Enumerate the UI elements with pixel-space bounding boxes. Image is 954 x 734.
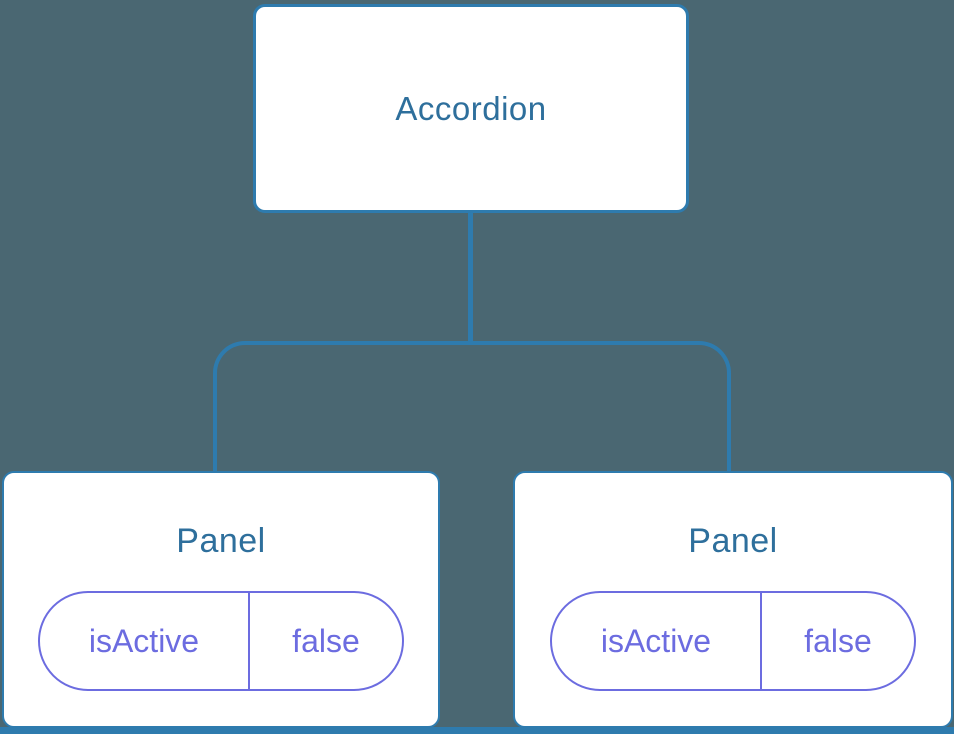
panel-node-label: Panel — [688, 522, 778, 560]
state-key: isActive — [552, 593, 762, 689]
state-key: isActive — [40, 593, 250, 689]
state-value: false — [804, 622, 872, 659]
accordion-node-label: Accordion — [395, 89, 547, 127]
panel-node-label: Panel — [176, 522, 266, 560]
state-value: false — [292, 622, 360, 659]
connector-stem — [468, 211, 473, 344]
connector-bracket — [213, 341, 731, 471]
panel-node-right: Panel isActive false — [513, 471, 953, 728]
state-pill: isActive false — [38, 591, 404, 691]
bottom-edge-line — [0, 727, 954, 734]
panel-node-left: Panel isActive false — [2, 471, 440, 728]
accordion-node: Accordion — [253, 4, 689, 213]
state-pill: isActive false — [550, 591, 916, 691]
